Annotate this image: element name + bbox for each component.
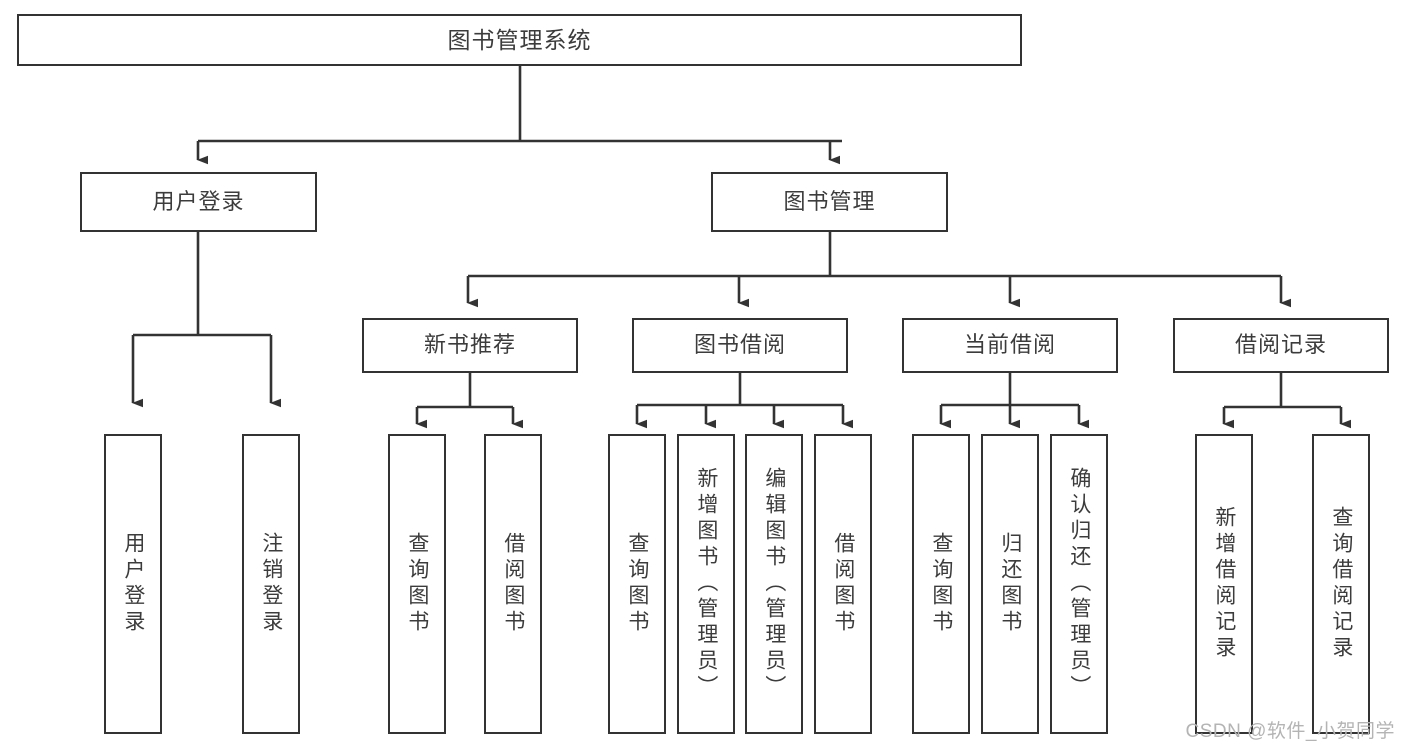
node-new-book-recommend[interactable]: 新书推荐 — [362, 318, 578, 373]
node-leaf-user-login-label: 用户登录 — [121, 532, 145, 636]
node-root-label: 图书管理系统 — [447, 26, 592, 53]
node-user-login-label: 用户登录 — [152, 188, 245, 214]
node-borrow-record[interactable]: 借阅记录 — [1173, 318, 1389, 373]
node-user-login[interactable]: 用户登录 — [80, 172, 317, 232]
node-leaf-query-book-1[interactable]: 查询图书 — [388, 434, 446, 734]
node-leaf-confirm-return[interactable]: 确认归还（管理员） — [1050, 434, 1108, 734]
node-leaf-query-book-1-label: 查询图书 — [405, 532, 429, 636]
node-leaf-edit-book[interactable]: 编辑图书（管理员） — [745, 434, 803, 734]
node-leaf-borrow-book-1[interactable]: 借阅图书 — [484, 434, 542, 734]
node-leaf-add-record[interactable]: 新增借阅记录 — [1195, 434, 1253, 734]
node-leaf-borrow-book-2-label: 借阅图书 — [831, 532, 855, 636]
node-leaf-query-record[interactable]: 查询借阅记录 — [1312, 434, 1370, 734]
node-book-borrow[interactable]: 图书借阅 — [632, 318, 848, 373]
node-borrow-record-label: 借阅记录 — [1234, 332, 1327, 358]
node-current-borrow[interactable]: 当前借阅 — [902, 318, 1118, 373]
node-leaf-query-book-2[interactable]: 查询图书 — [608, 434, 666, 734]
node-leaf-edit-book-label: 编辑图书（管理员） — [762, 467, 786, 701]
node-leaf-logout-login[interactable]: 注销登录 — [242, 434, 300, 734]
node-leaf-query-book-3-label: 查询图书 — [929, 532, 953, 636]
node-book-borrow-label: 图书借阅 — [693, 332, 786, 358]
node-leaf-add-book[interactable]: 新增图书（管理员） — [677, 434, 735, 734]
node-leaf-add-book-label: 新增图书（管理员） — [694, 467, 718, 701]
node-leaf-logout-login-label: 注销登录 — [259, 532, 283, 636]
node-leaf-query-book-3[interactable]: 查询图书 — [912, 434, 970, 734]
node-book-management[interactable]: 图书管理 — [711, 172, 948, 232]
node-leaf-query-book-2-label: 查询图书 — [625, 532, 649, 636]
node-leaf-return-book[interactable]: 归还图书 — [981, 434, 1039, 734]
node-book-management-label: 图书管理 — [783, 188, 876, 214]
node-leaf-borrow-book-1-label: 借阅图书 — [501, 532, 525, 636]
node-leaf-borrow-book-2[interactable]: 借阅图书 — [814, 434, 872, 734]
node-current-borrow-label: 当前借阅 — [963, 332, 1056, 358]
node-leaf-user-login[interactable]: 用户登录 — [104, 434, 162, 734]
node-leaf-add-record-label: 新增借阅记录 — [1212, 506, 1236, 662]
watermark-text: CSDN @软件_小贺同学 — [1185, 721, 1395, 742]
node-leaf-confirm-return-label: 确认归还（管理员） — [1067, 467, 1091, 701]
node-new-book-recommend-label: 新书推荐 — [423, 332, 516, 358]
node-root[interactable]: 图书管理系统 — [17, 14, 1022, 66]
node-leaf-return-book-label: 归还图书 — [998, 532, 1022, 636]
node-leaf-query-record-label: 查询借阅记录 — [1329, 506, 1353, 662]
